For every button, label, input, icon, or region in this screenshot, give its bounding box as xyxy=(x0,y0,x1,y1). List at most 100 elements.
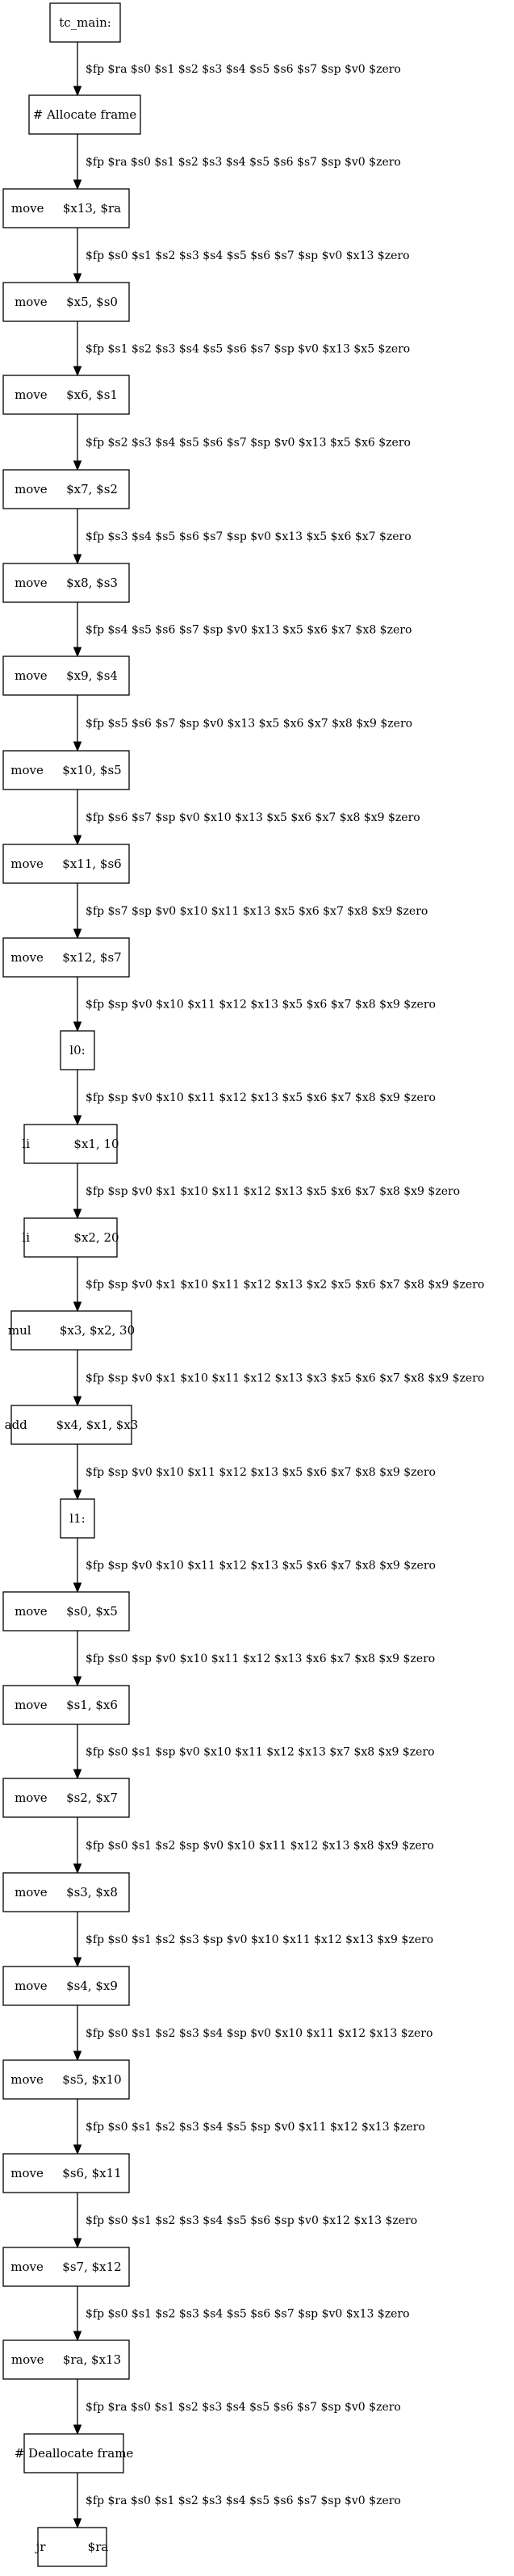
node-ret: jr$ra xyxy=(35,2527,108,2567)
node-n12: mul$x3, $x2, 30 xyxy=(8,1310,135,1351)
instruction-opcode: move xyxy=(11,201,44,216)
node-alloc: # Allocate frame xyxy=(28,94,141,135)
arrow-head-icon xyxy=(73,2144,82,2155)
edge-label-live-registers: $fp $s7 $sp $v0 $x10 $x11 $x13 $x5 $x6 $… xyxy=(86,905,428,918)
instruction-operands: $x5, $s0 xyxy=(66,295,118,309)
edge-9: $fp $s6 $s7 $sp $v0 $x10 $x13 $x5 $x6 $x… xyxy=(73,790,420,846)
edge-10: $fp $s7 $sp $v0 $x10 $x11 $x13 $x5 $x6 $… xyxy=(73,883,428,940)
instruction-opcode: move xyxy=(10,2072,44,2087)
instruction-box xyxy=(2,282,130,322)
instruction-opcode: move xyxy=(10,2260,44,2274)
arrow-head-icon xyxy=(73,1301,82,1313)
arrow-head-icon xyxy=(73,1769,82,1780)
instruction-operands: $s7, $x12 xyxy=(62,2260,121,2274)
instruction-opcode: move xyxy=(15,1604,48,1619)
instruction-box xyxy=(2,1872,130,1912)
instruction-opcode: move xyxy=(15,387,48,402)
edge-7: $fp $s4 $s5 $s6 $s7 $sp $v0 $x13 $x5 $x6… xyxy=(73,602,412,658)
edge-label-live-registers: $fp $ra $s0 $s1 $s2 $s3 $s4 $s5 $s6 $s7 … xyxy=(86,2401,401,2414)
instruction-box xyxy=(2,844,130,884)
edge-19: $fp $s0 $s1 $sp $v0 $x10 $x11 $x12 $x13 … xyxy=(73,1724,435,1780)
edge-15: $fp $sp $v0 $x1 $x10 $x11 $x12 $x13 $x3 … xyxy=(73,1350,484,1407)
edge-24: $fp $s0 $s1 $s2 $s3 $s4 $s5 $s6 $sp $v0 … xyxy=(73,2193,417,2249)
arrow-head-icon xyxy=(73,2050,82,2062)
edge-label-live-registers: $fp $s1 $s2 $s3 $s4 $s5 $s6 $s7 $sp $v0 … xyxy=(86,343,410,356)
node-dealloc: # Deallocate frame xyxy=(15,2433,133,2473)
arrow-head-icon xyxy=(73,1957,82,1968)
instruction-box xyxy=(2,2339,130,2380)
instruction-box xyxy=(60,1030,95,1070)
edge-label-live-registers: $fp $s0 $s1 $s2 $s3 $s4 $s5 $s6 $sp $v0 … xyxy=(86,2214,417,2227)
arrow-head-icon xyxy=(73,86,82,97)
instruction-opcode: move xyxy=(11,2352,44,2367)
instruction-opcode: move xyxy=(10,857,44,871)
arrow-head-icon xyxy=(73,2238,82,2249)
arrow-head-icon xyxy=(73,366,82,377)
instruction-operands: $x12, $s7 xyxy=(62,950,121,965)
instruction-box xyxy=(10,1310,132,1351)
instruction-operands: $x1, 10 xyxy=(73,1137,119,1151)
arrow-head-icon xyxy=(73,1021,82,1032)
instruction-label: # Allocate frame xyxy=(33,107,137,122)
instruction-label: tc_main: xyxy=(59,15,111,30)
instruction-opcode: move xyxy=(10,950,44,965)
instruction-opcode: li xyxy=(22,1230,30,1245)
instruction-opcode: mul xyxy=(8,1323,31,1338)
arrow-head-icon xyxy=(73,1489,82,1501)
instruction-box xyxy=(2,1966,130,2006)
node-n15: move$s1, $x6 xyxy=(2,1685,130,1725)
arrow-head-icon xyxy=(73,741,82,752)
instruction-box xyxy=(2,2153,130,2193)
instruction-opcode: move xyxy=(15,1791,48,1805)
instruction-operands: $s5, $x10 xyxy=(62,2072,121,2087)
node-tc_main: tc_main: xyxy=(49,2,121,43)
edge-label-live-registers: $fp $s0 $s1 $s2 $s3 $s4 $s5 $sp $v0 $x11… xyxy=(86,2121,425,2134)
instruction-opcode: add xyxy=(5,1418,28,1432)
edge-2: $fp $ra $s0 $s1 $s2 $s3 $s4 $s5 $s6 $s7 … xyxy=(73,134,401,191)
edge-label-live-registers: $fp $sp $v0 $x1 $x10 $x11 $x12 $x13 $x3 … xyxy=(86,1372,484,1385)
node-n6: move$x9, $s4 xyxy=(2,656,130,696)
instruction-box xyxy=(2,1685,130,1725)
arrow-head-icon xyxy=(73,2518,82,2529)
node-n21: move $s7, $x12 xyxy=(2,2247,130,2287)
edge-17: $fp $sp $v0 $x10 $x11 $x12 $x13 $x5 $x6 … xyxy=(73,1538,436,1594)
edge-label-live-registers: $fp $s0 $s1 $s2 $s3 $s4 $s5 $s6 $s7 $sp … xyxy=(86,249,410,262)
arrow-head-icon xyxy=(73,1676,82,1687)
instruction-operands: $x10, $s5 xyxy=(62,763,121,777)
instruction-opcode: move xyxy=(15,295,48,309)
instruction-box xyxy=(2,375,130,415)
edge-label-live-registers: $fp $ra $s0 $s1 $s2 $s3 $s4 $s5 $s6 $s7 … xyxy=(86,156,401,169)
instruction-operands: $ra, $x13 xyxy=(63,2352,121,2367)
node-n13: add$x4, $x1, $x3 xyxy=(5,1405,138,1445)
instruction-operands: $x9, $s4 xyxy=(66,668,118,683)
instruction-opcode: move xyxy=(10,763,44,777)
edge-label-live-registers: $fp $sp $v0 $x10 $x11 $x12 $x13 $x5 $x6 … xyxy=(86,1466,436,1479)
instruction-operands: $s2, $x7 xyxy=(66,1791,118,1805)
arrow-head-icon xyxy=(73,2424,82,2436)
edge-label-live-registers: $fp $s0 $s1 $s2 $s3 $sp $v0 $x10 $x11 $x… xyxy=(86,1933,433,1946)
edge-label-live-registers: $fp $s5 $s6 $s7 $sp $v0 $x13 $x5 $x6 $x7… xyxy=(86,718,412,731)
edge-5: $fp $s2 $s3 $s4 $s5 $s6 $s7 $sp $v0 $x13… xyxy=(73,414,411,471)
arrow-head-icon xyxy=(73,928,82,940)
edge-label-live-registers: $fp $sp $v0 $x10 $x11 $x12 $x13 $x5 $x6 … xyxy=(86,999,436,1012)
node-n10: li$x1, 10 xyxy=(22,1124,119,1164)
node-n18: move$s4, $x9 xyxy=(2,1966,130,2006)
node-n8: move$x11, $s6 xyxy=(2,844,130,884)
edge-label-live-registers: $fp $s0 $s1 $s2 $sp $v0 $x10 $x11 $x12 $… xyxy=(86,1840,434,1853)
arrow-head-icon xyxy=(73,554,82,565)
edge-21: $fp $s0 $s1 $s2 $s3 $sp $v0 $x10 $x11 $x… xyxy=(73,1912,433,1968)
edge-18: $fp $s0 $sp $v0 $x10 $x11 $x12 $x13 $x6 … xyxy=(73,1631,435,1687)
instruction-box xyxy=(23,1124,118,1164)
node-n4: move$x7, $s2 xyxy=(2,469,130,509)
instruction-operands: $s4, $x9 xyxy=(66,1979,118,1993)
edge-label-live-registers: $fp $s0 $s1 $sp $v0 $x10 $x11 $x12 $x13 … xyxy=(86,1746,435,1759)
arrow-head-icon xyxy=(73,1208,82,1220)
instruction-box xyxy=(23,1217,118,1258)
instruction-box xyxy=(2,469,130,509)
instruction-box xyxy=(2,563,130,603)
edge-26: $fp $ra $s0 $s1 $s2 $s3 $s4 $s5 $s6 $s7 … xyxy=(73,2379,401,2436)
edge-label-live-registers: $fp $s6 $s7 $sp $v0 $x10 $x13 $x5 $x6 $x… xyxy=(86,811,420,824)
instruction-opcode: move xyxy=(10,2166,44,2180)
arrow-head-icon xyxy=(73,2331,82,2342)
